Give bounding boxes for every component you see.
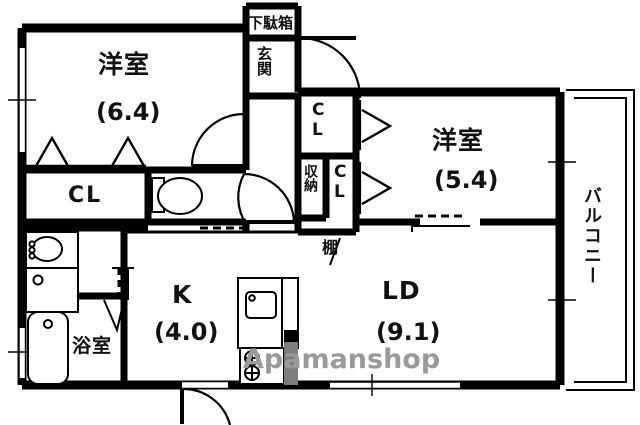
folding-door-icon-cl-left xyxy=(34,135,146,167)
room-label-bedroom1-area: (6.4) xyxy=(96,98,161,126)
room-label-bedroom2-name: 洋室 xyxy=(432,126,485,155)
tana-label: 棚 xyxy=(322,238,339,257)
closet-label-left: CL xyxy=(68,183,103,208)
room-label-bedroom1-name: 洋室 xyxy=(98,50,151,79)
door-swing-icon-kitchen xyxy=(181,387,232,425)
entrance-walls xyxy=(242,2,302,100)
balcony-outline xyxy=(566,89,635,391)
closet-label-lower-l: L xyxy=(334,182,345,202)
toilet-icon xyxy=(151,177,203,215)
tana-leader-line xyxy=(329,237,341,266)
window-lines-left-upper xyxy=(8,48,36,152)
gas-stove-icon xyxy=(239,347,285,385)
balcony-label: バルコニー xyxy=(581,186,602,286)
room-label-ld-area: (9.1) xyxy=(376,318,441,346)
counter-edge xyxy=(284,340,298,385)
folding-door-icon-cl-upper xyxy=(361,108,393,144)
door-swing-icon-corridor xyxy=(237,172,296,225)
yokushitsu-label: 浴室 xyxy=(72,335,113,357)
closet-label-lower-c: C xyxy=(334,162,347,182)
bathtub-icon xyxy=(27,311,69,385)
apamanshop-watermark: Apamanshop xyxy=(243,344,441,375)
room-label-ld-name: LD xyxy=(382,276,421,305)
washer-icon xyxy=(25,267,79,313)
closet-label-upper-l: L xyxy=(312,120,323,140)
interior-walls xyxy=(22,96,560,385)
folding-door-icon-cl-lower xyxy=(361,170,393,206)
shuno-label: 収納 xyxy=(302,164,318,192)
genkan-label: 玄関 xyxy=(255,46,273,76)
getabako-label: 下駄箱 xyxy=(248,14,294,32)
room-label-bedroom2-area: (5.4) xyxy=(434,166,499,194)
door-swing-icon-bedroom1 xyxy=(190,112,245,167)
closet-label-upper-c: C xyxy=(312,100,325,120)
washbasin-icon xyxy=(25,231,79,269)
door-swing-icon-bath xyxy=(103,299,125,334)
room-label-kitchen-area: (4.0) xyxy=(154,318,219,346)
balcony-door-marks xyxy=(548,161,576,301)
room-label-kitchen-name: K xyxy=(172,280,193,309)
kitchen-sink-icon xyxy=(237,277,299,349)
